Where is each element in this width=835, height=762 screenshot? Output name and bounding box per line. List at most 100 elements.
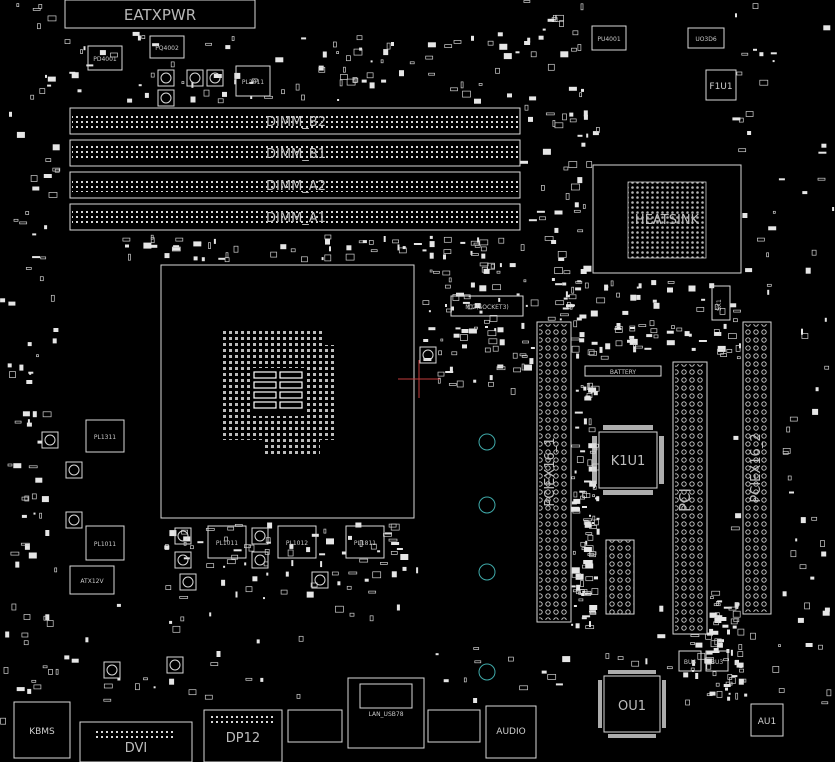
smd-pad [21, 632, 29, 638]
smd-pad [492, 284, 501, 291]
uo3d6-chip[interactable]: UO3D6 [687, 27, 725, 49]
smd-pad [494, 328, 497, 332]
smd-pad [706, 650, 713, 655]
smd-pad [800, 517, 806, 524]
smd-pad [588, 427, 596, 433]
smd-pad [594, 576, 598, 580]
smd-pad [143, 242, 152, 249]
smd-pad [361, 79, 367, 83]
usb-port-1[interactable] [287, 709, 343, 743]
pl1011-inductor-left[interactable]: PL1011 [85, 525, 125, 561]
pl1811-inductor[interactable]: PL1811 [345, 525, 385, 559]
smd-pad [128, 253, 131, 261]
smd-pad [153, 686, 156, 689]
pu4001-chip[interactable]: PU4001 [591, 25, 627, 51]
audio-port[interactable]: AUDIO [485, 705, 537, 759]
capacitor-ring [106, 664, 118, 676]
capacitor [41, 431, 59, 449]
smd-pad [551, 278, 555, 281]
smd-pad [369, 615, 374, 622]
smd-pad [653, 302, 660, 309]
pl1311-inductor[interactable]: PL1311 [85, 419, 125, 453]
atx12v-connector[interactable]: ATX12V [69, 565, 115, 595]
kbms-port[interactable]: KBMS [13, 701, 71, 759]
smd-pad [152, 43, 160, 47]
smd-pad [709, 691, 716, 696]
smd-pad [137, 35, 141, 41]
bu3-chip[interactable]: BU3 [705, 650, 729, 672]
smd-pad [584, 592, 592, 595]
smd-pad [629, 338, 638, 345]
smd-pad [555, 14, 564, 22]
smd-pad [50, 294, 55, 302]
smd-pad [390, 523, 400, 531]
smd-pad [728, 333, 737, 339]
sx1-component[interactable]: SX1 [711, 285, 731, 321]
smd-pad [592, 131, 599, 136]
pl2011-inductor[interactable]: PL2011 [235, 65, 271, 97]
smd-pad [644, 347, 652, 350]
eatxpwr-connector[interactable]: EATXPWR [64, 0, 256, 29]
smd-pad [83, 46, 86, 51]
heatsink[interactable]: HEATSINK [592, 164, 742, 274]
smd-pad [37, 440, 42, 444]
lan-usb78-port[interactable]: LAN_USB78 [347, 677, 425, 749]
cpu-socket[interactable] [160, 264, 415, 519]
pd4001-chip[interactable]: PD4001 [87, 45, 123, 71]
dimm-slot-b2[interactable]: DIMM_B2 [69, 107, 521, 135]
smd-pad [296, 694, 301, 699]
smd-pad [23, 640, 29, 646]
smd-pad [423, 339, 429, 342]
k1u1-chip[interactable]: K1U1 [592, 425, 664, 495]
dimm-slot-a1[interactable]: DIMM_A1 [69, 203, 521, 231]
smd-pad [45, 158, 52, 162]
smd-pad [542, 28, 546, 31]
smd-pad [587, 534, 594, 541]
smd-pad [473, 647, 480, 650]
dvi-port[interactable]: DVI [79, 721, 193, 762]
usb-port-2[interactable] [427, 709, 481, 743]
bu4-chip[interactable]: BU4 [678, 650, 702, 672]
f1u1-chip[interactable]: F1U1 [705, 69, 737, 101]
smd-pad [576, 353, 580, 359]
smd-pad [745, 111, 754, 117]
smd-pad [416, 567, 419, 574]
smd-pad [460, 334, 468, 341]
pq4002-chip[interactable]: PQ4002 [149, 35, 185, 59]
smd-pad [585, 540, 588, 545]
smd-pad [222, 91, 227, 97]
smd-pad [346, 55, 351, 62]
pl1012-inductor[interactable]: PL1012 [277, 525, 317, 559]
dp12-port[interactable]: DP12 [203, 709, 283, 762]
smd-pad [224, 536, 228, 542]
smd-pad [467, 304, 473, 310]
smd-pad [585, 532, 593, 535]
pci-slot[interactable]: PCI [672, 361, 708, 635]
smd-pad [723, 658, 729, 662]
ou1-chip[interactable]: OU1 [598, 670, 666, 738]
battery[interactable]: BATTERY [584, 365, 662, 377]
au1-chip[interactable]: AU1 [750, 703, 784, 737]
smd-pad [811, 516, 818, 521]
pl1011-inductor[interactable]: PL1011 [207, 525, 247, 559]
smd-pad [390, 551, 398, 555]
smd-pad [289, 543, 294, 549]
dimm-slot-b1[interactable]: DIMM_B1 [69, 139, 521, 167]
dimm-slot-a2[interactable]: DIMM_A2 [69, 171, 521, 199]
smd-pad [728, 692, 731, 695]
pl1012-label: PL1012 [286, 540, 308, 547]
smd-pad [488, 381, 494, 387]
pciex16-2-slot[interactable]: PCIEX16_2 [742, 321, 772, 615]
smd-pad [453, 40, 462, 44]
smd-pad [311, 533, 319, 537]
smd-pad [428, 72, 435, 76]
smd-pad [583, 560, 592, 564]
m2-socket3[interactable]: M.2(SOCKET3) [450, 295, 524, 317]
smd-pad [622, 310, 629, 315]
smd-pad [141, 35, 146, 39]
pciex16-1-slot[interactable]: PCIEX16_1 [536, 321, 572, 623]
smd-pad [738, 148, 747, 153]
smd-pad [577, 177, 583, 184]
smd-pad [605, 653, 610, 659]
smd-pad [577, 229, 584, 233]
